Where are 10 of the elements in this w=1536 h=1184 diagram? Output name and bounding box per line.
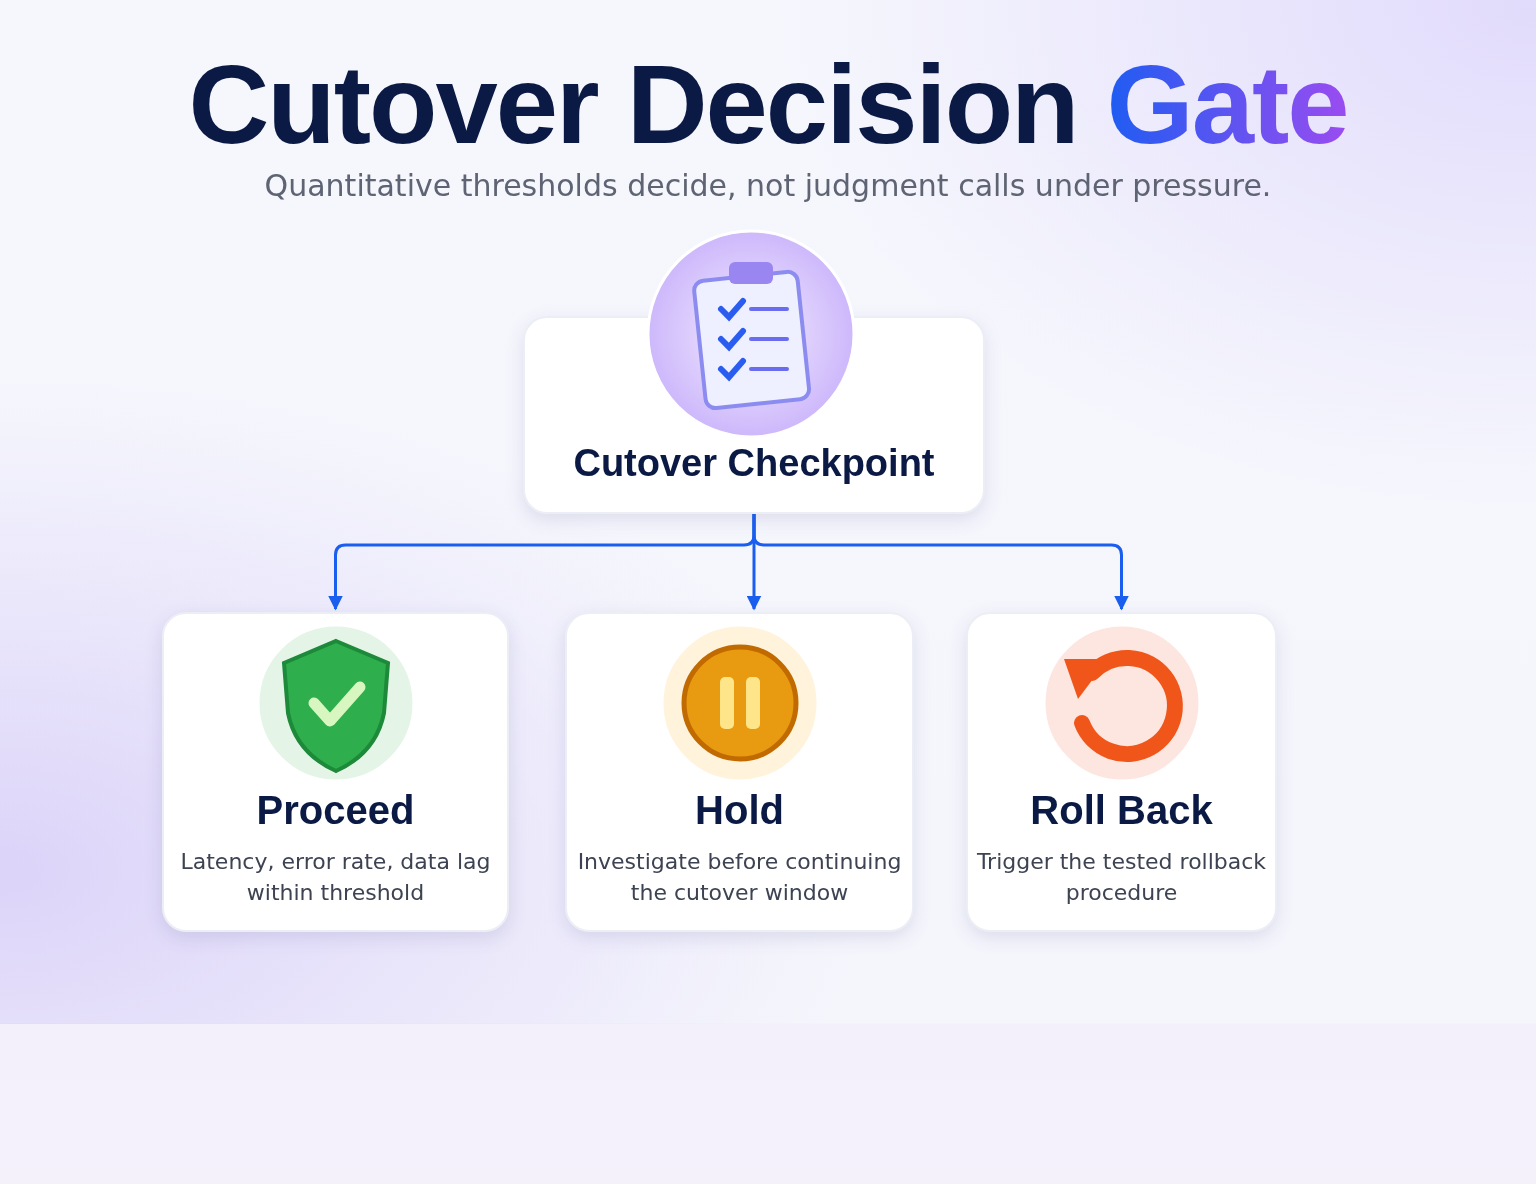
card-title: Roll Back — [1029, 788, 1214, 833]
card-title: Proceed — [255, 788, 416, 833]
arrow — [752, 514, 1129, 611]
card-title: Cutover Checkpoint — [572, 442, 936, 485]
title: Cutover Decision Gate — [187, 41, 1349, 169]
card-description: Trigger the tested rollback procedure — [976, 848, 1267, 907]
card-description: Latency, error rate, data lag within threshold — [179, 848, 492, 907]
card-description: Investigate before continuing the cutover window — [576, 848, 903, 907]
card-title: Hold — [694, 788, 785, 833]
subtitle: Quantitative thresholds decide, not judgment calls under pressure. — [263, 168, 1273, 203]
